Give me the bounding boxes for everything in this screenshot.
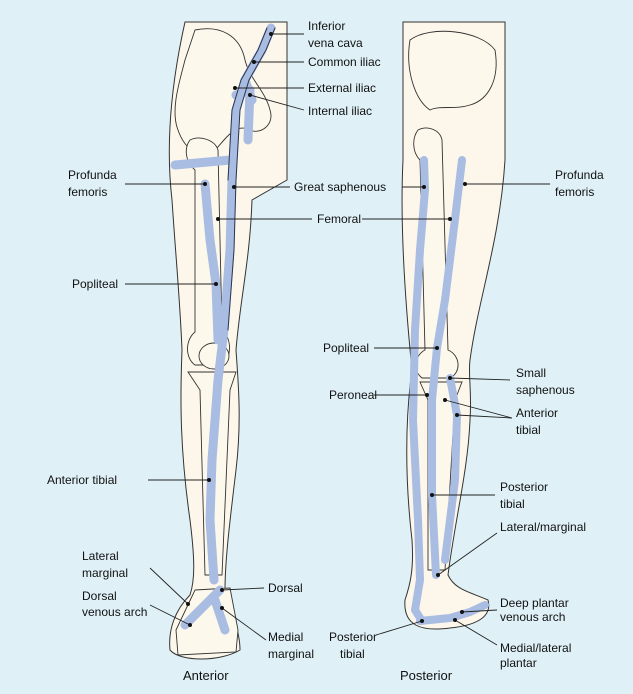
label-profunda-femoris-right-2: femoris xyxy=(555,185,594,199)
label-inferior-vena-cava-1: Inferior xyxy=(308,19,345,33)
pointer-dot xyxy=(232,185,236,189)
leader-line xyxy=(221,607,267,641)
label-medial-marginal-1: Medial xyxy=(268,630,303,644)
pointer-dot xyxy=(207,478,211,482)
label-profunda-femoris-left-1: Profunda xyxy=(68,168,117,182)
label-small-saphenous-2: saphenous xyxy=(516,383,575,397)
pointer-dot xyxy=(425,393,429,397)
label-inferior-vena-cava-2: vena cava xyxy=(308,36,363,50)
anterior-veins-fill xyxy=(170,23,276,635)
label-dorsal-venous-arch-1: Dorsal xyxy=(82,589,117,603)
pointer-dot xyxy=(269,32,273,36)
label-lateral-marginal-1: Lateral xyxy=(82,549,119,563)
pointer-dot xyxy=(435,346,439,350)
label-peroneal: Peroneal xyxy=(329,388,377,402)
label-lateral-marginal-posterior: Lateral/marginal xyxy=(500,520,586,534)
pointer-dot xyxy=(216,217,220,221)
pointer-dot xyxy=(443,398,447,402)
label-deep-plantar-2: venous arch xyxy=(500,610,565,624)
label-anterior-tibial-post-2: tibial xyxy=(516,423,541,437)
pointer-dot xyxy=(214,282,218,286)
label-anterior-tibial: Anterior tibial xyxy=(47,473,117,487)
label-medial-marginal-2: marginal xyxy=(268,647,314,661)
anterior-foot-bones xyxy=(175,587,239,656)
pointer-dot xyxy=(248,93,252,97)
label-popliteal-anterior: Popliteal xyxy=(72,277,118,291)
label-small-saphenous-1: Small xyxy=(516,366,546,380)
label-femoral: Femoral xyxy=(317,212,361,226)
posterior-pelvis-bone xyxy=(408,30,497,111)
pointer-dot xyxy=(448,376,452,380)
leader-line xyxy=(444,399,513,419)
pointer-dot xyxy=(436,573,440,577)
label-profunda-femoris-right-1: Profunda xyxy=(555,168,604,182)
pointer-dot xyxy=(453,618,457,622)
leader-line xyxy=(437,532,498,576)
pointer-dot xyxy=(233,86,237,90)
label-posterior-tibial-lower-2: tibial xyxy=(340,647,365,661)
leader-line xyxy=(221,587,265,591)
pointer-dot xyxy=(252,60,256,64)
label-posterior-tibial-lower-1: Posterior xyxy=(329,630,377,644)
pointer-dot xyxy=(188,623,192,627)
label-anterior-tibial-post-1: Anterior xyxy=(516,406,558,420)
label-posterior-tibial-upper-1: Posterior xyxy=(500,480,548,494)
view-title-anterior: Anterior xyxy=(183,668,229,683)
label-dorsal: Dorsal xyxy=(268,581,303,595)
leader-line xyxy=(461,609,498,613)
pointer-dot xyxy=(430,493,434,497)
pointer-dot xyxy=(203,182,207,186)
pointer-dot xyxy=(186,602,190,606)
label-posterior-tibial-upper-2: tibial xyxy=(500,497,525,511)
pointer-dot xyxy=(460,610,464,614)
leader-line xyxy=(449,377,511,381)
pointer-dot xyxy=(455,413,459,417)
pointer-dot xyxy=(220,588,224,592)
leader-line xyxy=(249,94,305,111)
leader-lines xyxy=(125,32,550,646)
leader-line xyxy=(375,620,423,636)
labels: Inferior vena cava Common iliac External… xyxy=(47,19,604,683)
anterior-leg xyxy=(168,21,288,660)
label-medial-lateral-plantar-2: plantar xyxy=(500,656,537,670)
leader-line xyxy=(456,414,513,419)
label-popliteal-posterior: Popliteal xyxy=(323,341,369,355)
leader-line xyxy=(149,604,191,626)
anterior-vein-outline xyxy=(227,27,276,331)
pointer-dot xyxy=(220,606,224,610)
label-lateral-marginal-2: marginal xyxy=(82,566,128,580)
label-common-iliac: Common iliac xyxy=(308,55,381,69)
label-profunda-femoris-left-2: femoris xyxy=(68,185,107,199)
label-medial-lateral-plantar-1: Medial/lateral xyxy=(500,641,571,655)
label-dorsal-venous-arch-2: venous arch xyxy=(82,605,147,619)
label-external-iliac: External iliac xyxy=(308,81,376,95)
leader-line xyxy=(149,567,189,605)
label-deep-plantar-1: Deep plantar xyxy=(500,596,569,610)
leader-line xyxy=(454,619,498,646)
view-title-posterior: Posterior xyxy=(400,668,453,683)
pointer-dot xyxy=(422,185,426,189)
label-great-saphenous: Great saphenous xyxy=(294,180,386,194)
pointer-dot xyxy=(463,182,467,186)
pointer-dot xyxy=(420,619,424,623)
label-internal-iliac: Internal iliac xyxy=(308,104,372,118)
pointer-dot xyxy=(448,217,452,221)
